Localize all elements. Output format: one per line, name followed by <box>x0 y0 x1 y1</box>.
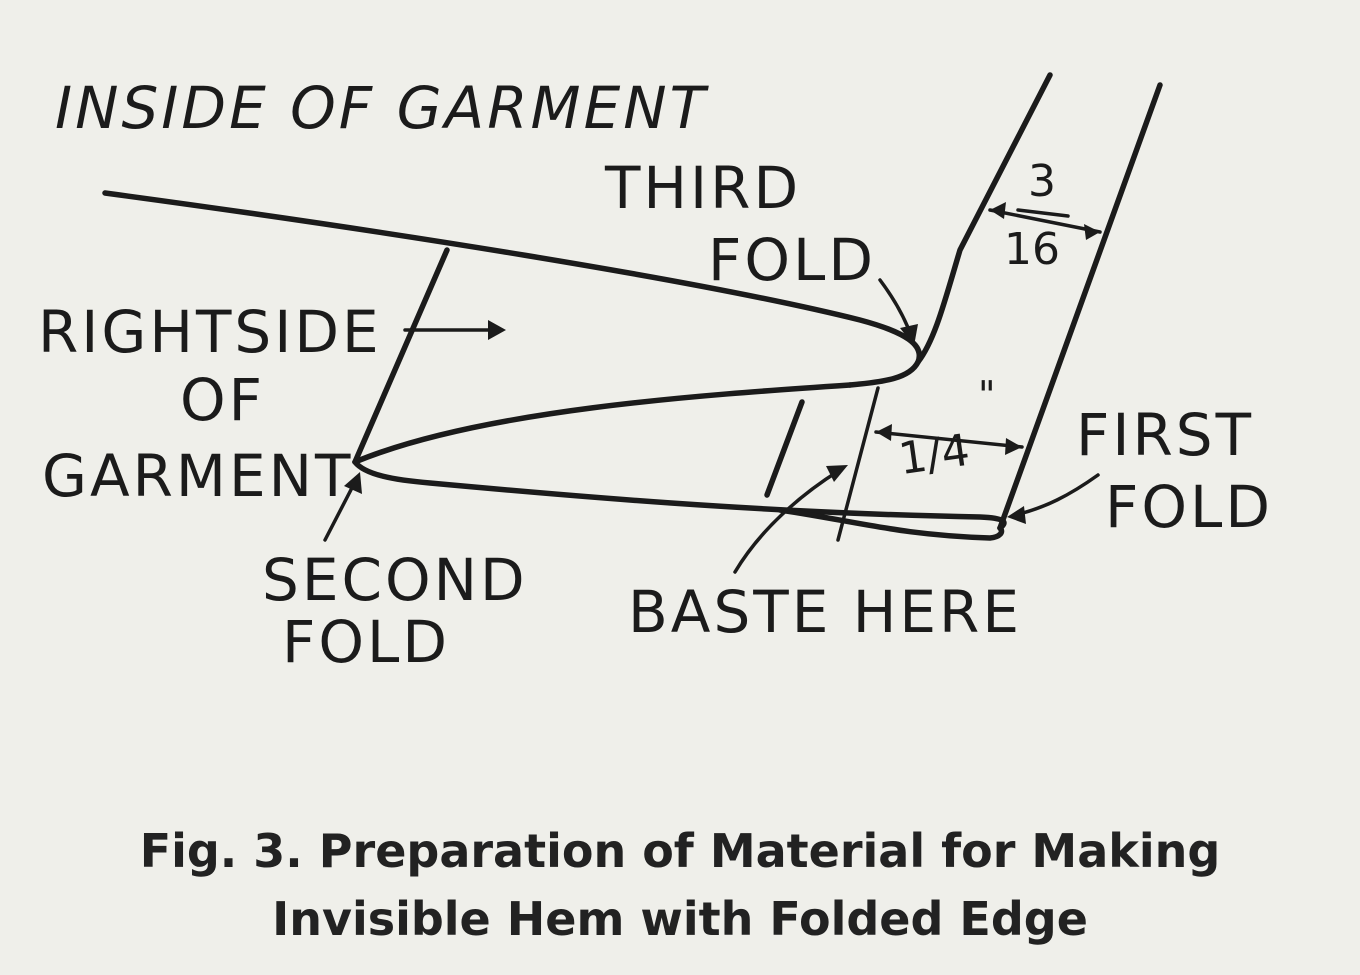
second-fold-pointer-head <box>344 472 362 494</box>
label-first-fold-line1: FIRST <box>1076 401 1254 469</box>
label-rightside-line3: GARMENT <box>42 442 353 510</box>
measure-top-numerator: 3 <box>1028 156 1056 207</box>
baste-pointer <box>733 468 842 574</box>
first-fold-pointer <box>1013 473 1100 517</box>
label-rightside-line1: RIGHTSIDE <box>38 298 382 366</box>
left-section-line <box>352 247 450 465</box>
labels: INSIDE OF GARMENT THIRD FOLD RIGHTSIDE O… <box>38 74 1273 676</box>
top-fabric-line <box>102 190 923 388</box>
figure-caption-line1: Fig. 3. Preparation of Material for Maki… <box>139 824 1221 878</box>
first-fold-rise <box>997 82 1163 531</box>
dim-1-4-left-arrowhead <box>876 424 892 441</box>
middle-fabric-line <box>352 382 853 465</box>
measure-inch-mark: " <box>978 373 995 417</box>
inner-section-line <box>764 399 805 498</box>
bottom-fabric-line <box>777 507 1005 541</box>
label-baste-here: BASTE HERE <box>628 578 1022 646</box>
fabric-outline <box>102 72 1163 542</box>
measure-top-denominator: 16 <box>1004 224 1060 275</box>
baste-line <box>836 386 880 542</box>
dimension-arrows <box>874 202 1102 455</box>
label-third-fold-line1: THIRD <box>604 154 801 222</box>
label-second-fold-line1: SECOND <box>262 546 528 614</box>
third-fold-rise <box>915 72 1053 365</box>
baste-pointer-head <box>826 465 848 482</box>
first-fold-pointer-head <box>1007 506 1026 524</box>
measurements: 3 16 1/4 " <box>896 156 1070 485</box>
dim-3-16-arrow <box>988 208 1102 234</box>
second-fold-curve <box>352 459 1007 531</box>
second-fold-pointer <box>323 480 357 542</box>
label-rightside-line2: OF <box>180 366 265 434</box>
dim-1-4-arrow <box>874 430 1024 449</box>
dim-3-16-left-arrowhead <box>990 202 1006 219</box>
rightside-pointer-head <box>488 320 506 340</box>
measure-bottom-fraction: 1/4 <box>896 425 973 485</box>
dim-1-4-right-arrowhead <box>1005 438 1022 455</box>
third-fold-pointer-head <box>900 324 918 346</box>
figure-caption-line2: Invisible Hem with Folded Edge <box>272 892 1088 946</box>
pointer-arrows <box>323 278 1100 574</box>
label-third-fold-line2: FOLD <box>708 226 876 294</box>
label-first-fold-line2: FOLD <box>1105 473 1273 541</box>
label-inside-of-garment: INSIDE OF GARMENT <box>55 74 710 142</box>
label-second-fold-line2: FOLD <box>282 608 450 676</box>
dim-3-16-right-arrowhead <box>1084 224 1100 240</box>
measure-top-fraction-bar <box>1016 208 1070 218</box>
